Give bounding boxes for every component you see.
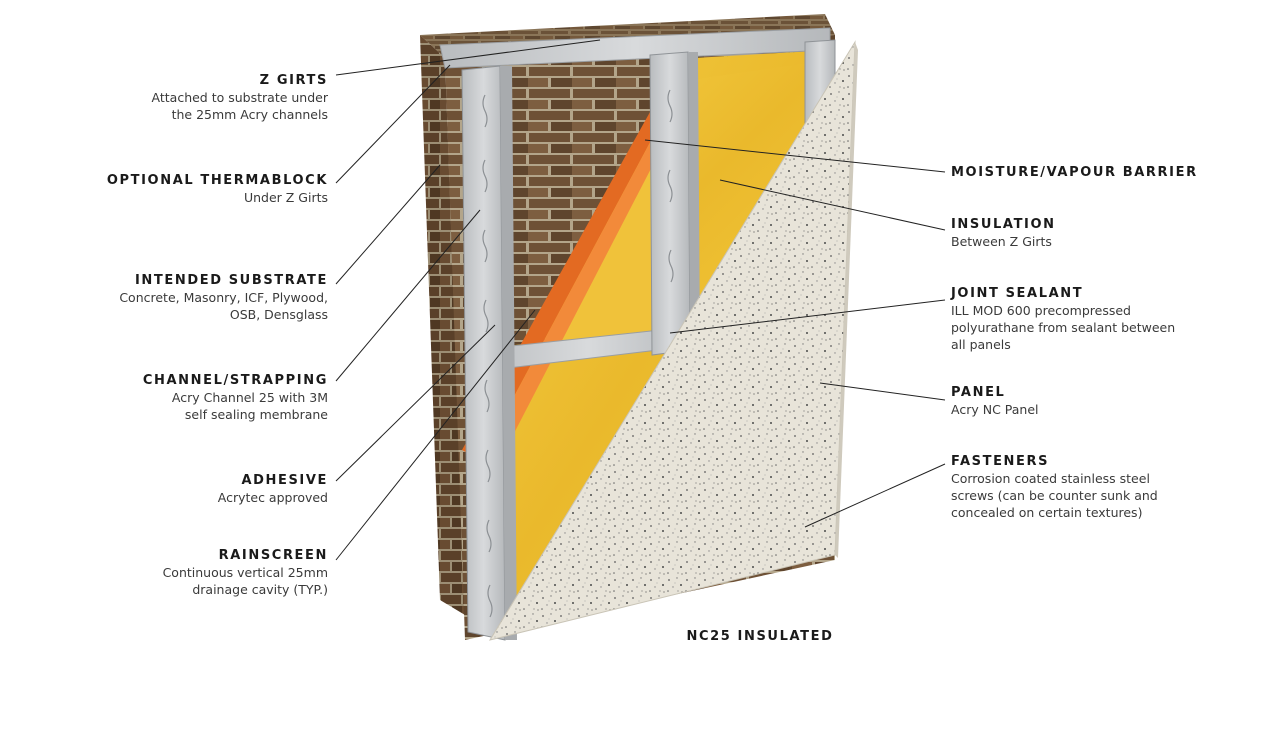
channel-middle-inner xyxy=(688,52,700,350)
leader-rainscreen xyxy=(335,309,536,561)
z-girts-title: Z GIRTS xyxy=(259,73,328,88)
label-thermablock: OPTIONAL THERMABLOCK Under Z Girts xyxy=(28,172,328,206)
fasteners-desc: Corrosion coated stainless steel screws … xyxy=(951,471,1158,520)
leader-substrate xyxy=(335,164,441,285)
leader-fasteners xyxy=(804,463,946,528)
adhesive-desc: Acrytec approved xyxy=(217,490,328,505)
leader-moisture xyxy=(644,139,946,173)
joint-sealant-title: JOINT SEALANT xyxy=(951,286,1084,301)
panel-title: PANEL xyxy=(951,385,1006,400)
leader-joint-sealant xyxy=(669,299,946,334)
joint-sealant-desc: ILL MOD 600 precompressed polyurathane f… xyxy=(951,303,1176,352)
leader-panel xyxy=(819,382,946,401)
leader-thermablock xyxy=(335,64,451,184)
label-moisture: MOISTURE/VAPOUR BARRIER xyxy=(951,164,1251,181)
leader-lines xyxy=(335,39,946,561)
thermablock-desc: Under Z Girts xyxy=(243,190,328,205)
insulation-desc: Between Z Girts xyxy=(951,234,1052,249)
label-rainscreen: RAINSCREEN Continuous vertical 25mm drai… xyxy=(28,547,328,598)
label-joint-sealant: JOINT SEALANT ILL MOD 600 precompressed … xyxy=(951,285,1251,353)
channel-left-inner xyxy=(500,66,517,640)
acry-nc-panel-edge xyxy=(835,42,858,558)
channel-middle-rivets xyxy=(667,89,674,283)
rainscreen-desc: Continuous vertical 25mm drainage cavity… xyxy=(162,565,328,597)
rainscreen-title: RAINSCREEN xyxy=(218,548,328,563)
insulation-title: INSULATION xyxy=(951,217,1056,232)
channel-desc: Acry Channel 25 with 3M self sealing mem… xyxy=(171,390,328,422)
panel-desc: Acry NC Panel xyxy=(951,402,1039,417)
adhesive-title: ADHESIVE xyxy=(241,473,328,488)
label-fasteners: FASTENERS Corrosion coated stainless ste… xyxy=(951,453,1251,521)
channel-title: CHANNEL/STRAPPING xyxy=(142,373,328,388)
channel-left xyxy=(461,65,506,641)
leader-insulation xyxy=(719,179,946,231)
label-insulation: INSULATION Between Z Girts xyxy=(951,216,1251,250)
moisture-vapour-barrier-edge xyxy=(480,120,672,470)
leader-channel xyxy=(335,209,481,382)
channel-middle xyxy=(649,51,691,356)
moisture-title: MOISTURE/VAPOUR BARRIER xyxy=(951,165,1198,180)
label-adhesive: ADHESIVE Acrytec approved xyxy=(28,472,328,506)
z-girts-desc: Attached to substrate under the 25mm Acr… xyxy=(151,90,328,122)
substrate-title: INTENDED SUBSTRATE xyxy=(134,273,328,288)
leader-z-girts xyxy=(335,39,601,76)
fasteners-title: FASTENERS xyxy=(951,454,1050,469)
diagram-title: NC25 INSULATED xyxy=(686,629,834,644)
label-z-girts: Z GIRTS Attached to substrate under the … xyxy=(28,72,328,123)
substrate-desc: Concrete, Masonry, ICF, Plywood, OSB, De… xyxy=(119,290,328,322)
label-substrate: INTENDED SUBSTRATE Concrete, Masonry, IC… xyxy=(28,272,328,323)
brick-side-face xyxy=(420,35,465,615)
label-panel: PANEL Acry NC Panel xyxy=(951,384,1251,418)
thermablock-title: OPTIONAL THERMABLOCK xyxy=(106,173,328,188)
channel-left-rivets xyxy=(482,94,493,618)
leader-adhesive xyxy=(335,324,496,482)
label-channel: CHANNEL/STRAPPING Acry Channel 25 with 3… xyxy=(28,372,328,423)
